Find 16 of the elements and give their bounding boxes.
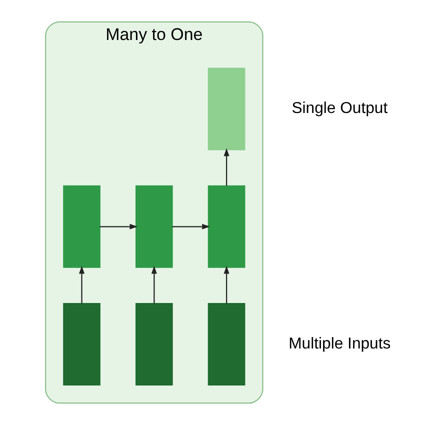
- arrow: [223, 148, 229, 186]
- arrow: [150, 266, 156, 304]
- node-box: [207, 185, 245, 268]
- arrow: [78, 266, 84, 304]
- arrow: [223, 266, 229, 304]
- node-box: [135, 185, 172, 268]
- node-box: [207, 68, 245, 150]
- arrow: [99, 224, 138, 230]
- node-box: [135, 303, 172, 386]
- label: Multiple Inputs: [288, 335, 390, 352]
- label: Single Output: [291, 100, 388, 118]
- node-box: [207, 303, 245, 386]
- node-box: [62, 303, 100, 386]
- node-box: [62, 185, 100, 268]
- cluster: Many to One: [44, 21, 263, 404]
- arrow: [172, 224, 210, 230]
